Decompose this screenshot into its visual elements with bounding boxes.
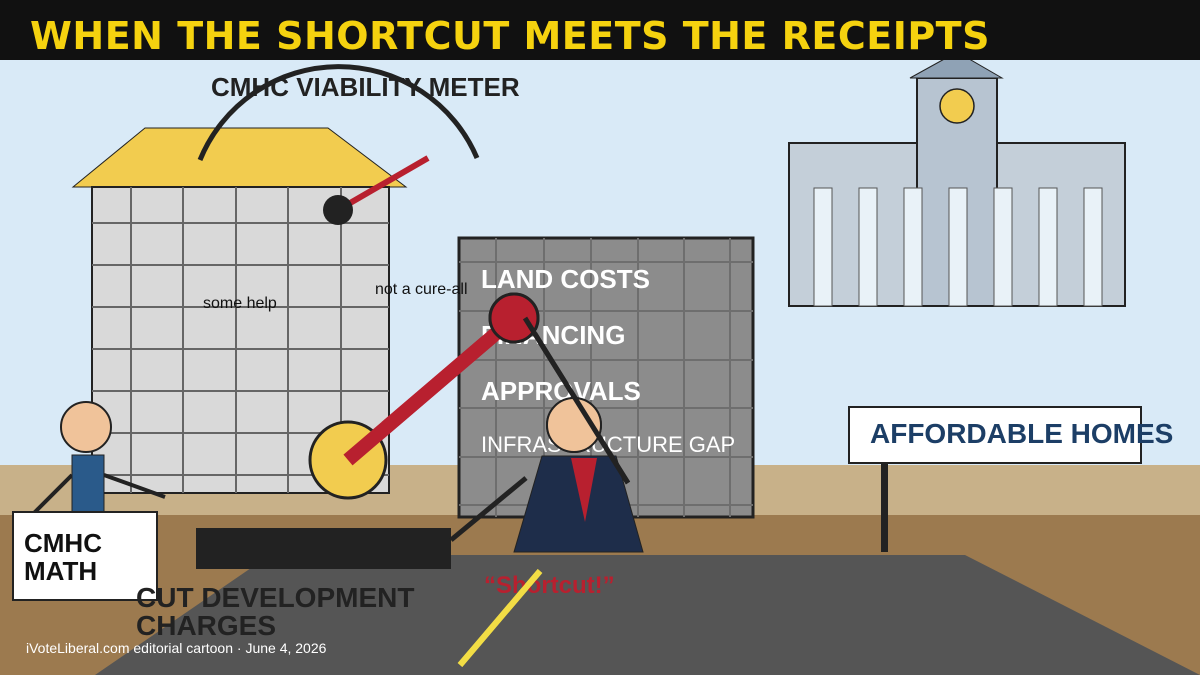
cut-development-charges-label: CUT DEVELOPMENT CHARGES (136, 582, 415, 641)
meter-needle (336, 155, 430, 213)
shortcut-quote: “Shortcut!” (484, 572, 615, 599)
board-line-land-costs: LAND COSTS (481, 264, 650, 294)
meter-pivot (323, 195, 353, 225)
cut-slab (196, 528, 451, 569)
city-hall-building (788, 51, 1126, 307)
note-some-help: some help (203, 295, 277, 312)
board-line-infrastructure: INFRASTRUCTURE GAP (481, 432, 736, 457)
board-line-approvals: APPROVALS (481, 376, 641, 406)
affordable-homes-label: AFFORDABLE HOMES (870, 418, 1174, 449)
cmhc-math-sign: CMHC MATH (12, 511, 158, 601)
clock-icon (939, 88, 975, 124)
note-not-cure-all: not a cure-all (375, 281, 468, 298)
meter-arc (197, 64, 480, 161)
road (95, 555, 1200, 675)
cartoon-title: WHEN THE SHORTCUT MEETS THE RECEIPTS (30, 14, 990, 58)
board-line-financing: FINANCING (481, 320, 626, 350)
meter-label: CMHC VIABILITY METER (211, 72, 520, 102)
sign-post (881, 464, 888, 552)
cmhc-math-label: CMHC MATH (24, 528, 102, 586)
title-banner (0, 0, 1200, 60)
footer-credit: iVoteLiberal.com editorial cartoon · Jun… (26, 640, 327, 656)
affordable-homes-sign (848, 406, 1142, 464)
lever-wheel (308, 420, 388, 500)
